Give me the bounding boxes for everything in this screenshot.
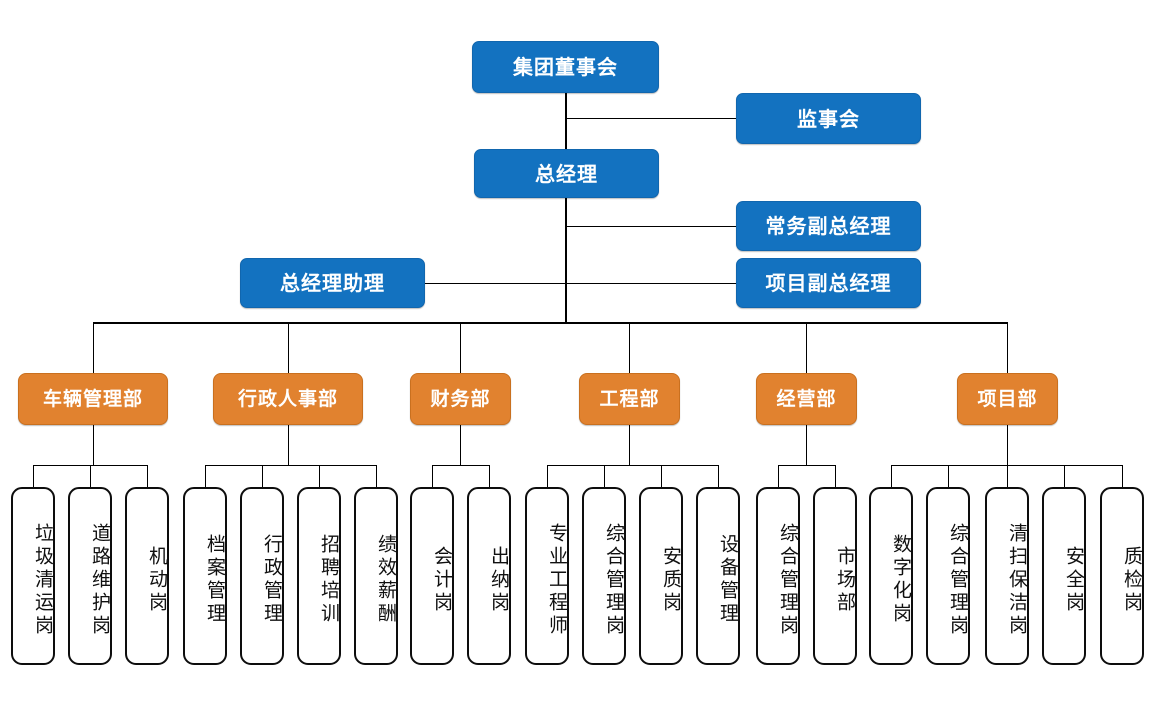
dept-engineering[interactable]: 工程部	[579, 373, 680, 425]
position-garbage-transport[interactable]: 垃圾清运岗	[11, 487, 55, 665]
connector-bus-to-dept-admin	[288, 322, 289, 373]
dept-project[interactable]: 项目部	[957, 373, 1058, 425]
connector-leaf-stem-14	[778, 465, 779, 487]
connector-subbus-finance	[432, 465, 489, 466]
connector-leaf-stem-8	[432, 465, 433, 487]
connector-leaf-stem-6	[319, 465, 320, 487]
node-project-vice-gm[interactable]: 项目副总经理	[736, 258, 921, 308]
position-administrative-management[interactable]: 行政管理	[240, 487, 284, 665]
connector-subbus-admin	[205, 465, 376, 466]
dept-operations[interactable]: 经营部	[756, 373, 857, 425]
position-safety-quality[interactable]: 安质岗	[639, 487, 683, 665]
position-performance-compensation[interactable]: 绩效薪酬	[354, 487, 398, 665]
connector-subbus-project	[891, 465, 1122, 466]
connector-leaf-stem-15	[835, 465, 836, 487]
connector-leaf-stem-16	[891, 465, 892, 487]
connector-dept-admin-stem	[288, 425, 289, 465]
position-quality-inspection[interactable]: 质检岗	[1100, 487, 1144, 665]
connector-leaf-stem-13	[718, 465, 719, 487]
connector-bus-to-dept-vehicle	[93, 322, 94, 373]
connector-leaf-stem-4	[205, 465, 206, 487]
connector-leaf-stem-18	[1007, 465, 1008, 487]
connector-leaf-stem-10	[547, 465, 548, 487]
position-digitalization[interactable]: 数字化岗	[869, 487, 913, 665]
position-comprehensive-management-proj[interactable]: 综合管理岗	[926, 487, 970, 665]
position-equipment-management[interactable]: 设备管理	[696, 487, 740, 665]
connector-board-to-supervisors	[566, 118, 736, 119]
dept-vehicle-management[interactable]: 车辆管理部	[18, 373, 168, 425]
connector-leaf-stem-12	[661, 465, 662, 487]
connector-dept-engineering-stem	[629, 425, 630, 465]
position-records-management[interactable]: 档案管理	[183, 487, 227, 665]
position-safety[interactable]: 安全岗	[1042, 487, 1086, 665]
connector-leaf-stem-7	[376, 465, 377, 487]
position-marketing[interactable]: 市场部	[813, 487, 857, 665]
dept-finance[interactable]: 财务部	[410, 373, 511, 425]
connector-bus-to-dept-operations	[806, 322, 807, 373]
connector-bus-to-dept-project	[1007, 322, 1008, 373]
connector-gm-to-exec-vp	[566, 226, 736, 227]
connector-gm-assistant-to-stem	[425, 283, 566, 284]
connector-dept-finance-stem	[460, 425, 461, 465]
position-professional-engineer[interactable]: 专业工程师	[525, 487, 569, 665]
connector-dept-project-stem	[1007, 425, 1008, 465]
position-cashier[interactable]: 出纳岗	[467, 487, 511, 665]
connector-subbus-operations	[778, 465, 835, 466]
connector-bus-to-dept-finance	[460, 322, 461, 373]
connector-leaf-stem-5	[262, 465, 263, 487]
connector-leaf-stem-11	[604, 465, 605, 487]
connector-leaf-stem-3	[147, 465, 148, 487]
connector-leaf-stem-19	[1064, 465, 1065, 487]
connector-subbus-engineering	[547, 465, 718, 466]
position-comprehensive-management-ops[interactable]: 综合管理岗	[756, 487, 800, 665]
connector-gm-to-project-vp	[566, 283, 736, 284]
connector-leaf-stem-2	[90, 465, 91, 487]
connector-dept-vehicle-stem	[93, 425, 94, 465]
position-road-maintenance[interactable]: 道路维护岗	[68, 487, 112, 665]
connector-leaf-stem-1	[33, 465, 34, 487]
position-comprehensive-management-eng[interactable]: 综合管理岗	[582, 487, 626, 665]
position-recruitment-training[interactable]: 招聘培训	[297, 487, 341, 665]
connector-leaf-stem-17	[948, 465, 949, 487]
position-mobile-unit[interactable]: 机动岗	[125, 487, 169, 665]
node-general-manager[interactable]: 总经理	[474, 149, 659, 198]
position-cleaning-sanitation[interactable]: 清扫保洁岗	[985, 487, 1029, 665]
connector-leaf-stem-9	[489, 465, 490, 487]
node-supervisors[interactable]: 监事会	[736, 93, 921, 144]
position-accounting[interactable]: 会计岗	[410, 487, 454, 665]
connector-gm-to-dept-bus	[565, 198, 567, 322]
node-board[interactable]: 集团董事会	[472, 41, 659, 93]
connector-bus-to-dept-engineering	[629, 322, 630, 373]
connector-department-bus	[93, 322, 1008, 324]
dept-administration-hr[interactable]: 行政人事部	[213, 373, 363, 425]
node-executive-vice-gm[interactable]: 常务副总经理	[736, 201, 921, 251]
connector-dept-operations-stem	[806, 425, 807, 465]
node-gm-assistant[interactable]: 总经理助理	[240, 258, 425, 308]
connector-board-to-gm	[565, 93, 567, 150]
connector-leaf-stem-20	[1122, 465, 1123, 487]
